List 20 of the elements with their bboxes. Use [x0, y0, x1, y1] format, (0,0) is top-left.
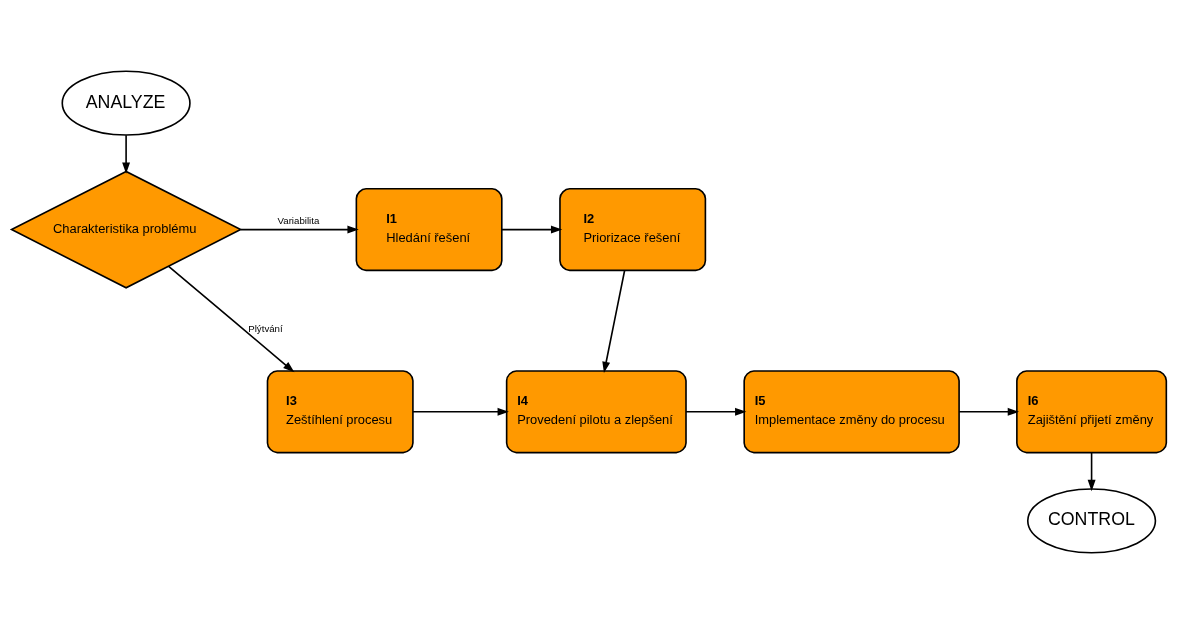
- arrow: [958, 407, 1020, 416]
- edge-label: Plýtvání: [248, 322, 283, 334]
- edge-label: Variabilita: [277, 214, 320, 226]
- arrow: [412, 407, 509, 416]
- node-ellipse: CONTROL: [1026, 487, 1157, 554]
- node-box: I2 Priorizace řešení: [559, 187, 707, 271]
- arrow: [501, 225, 563, 234]
- node-ellipse: ANALYZE: [61, 69, 191, 136]
- node-box: I6 Zajištění přijetí změny: [1016, 369, 1168, 453]
- node-box: I4 Provedení pilotu a zlepšení: [505, 369, 687, 453]
- node-diamond: Charakteristika problému: [9, 170, 243, 289]
- arrow: [685, 407, 747, 416]
- arrow: [122, 133, 131, 174]
- arrow: [167, 265, 295, 372]
- node-box: I1 Hledání řešení: [355, 187, 503, 271]
- arrow: [239, 225, 359, 234]
- arrow: [1087, 451, 1096, 491]
- node-box: I5 Implementace změny do procesu: [743, 369, 960, 453]
- arrow: [602, 269, 626, 373]
- node-box: I3 Zeštíhlení procesu: [266, 369, 414, 453]
